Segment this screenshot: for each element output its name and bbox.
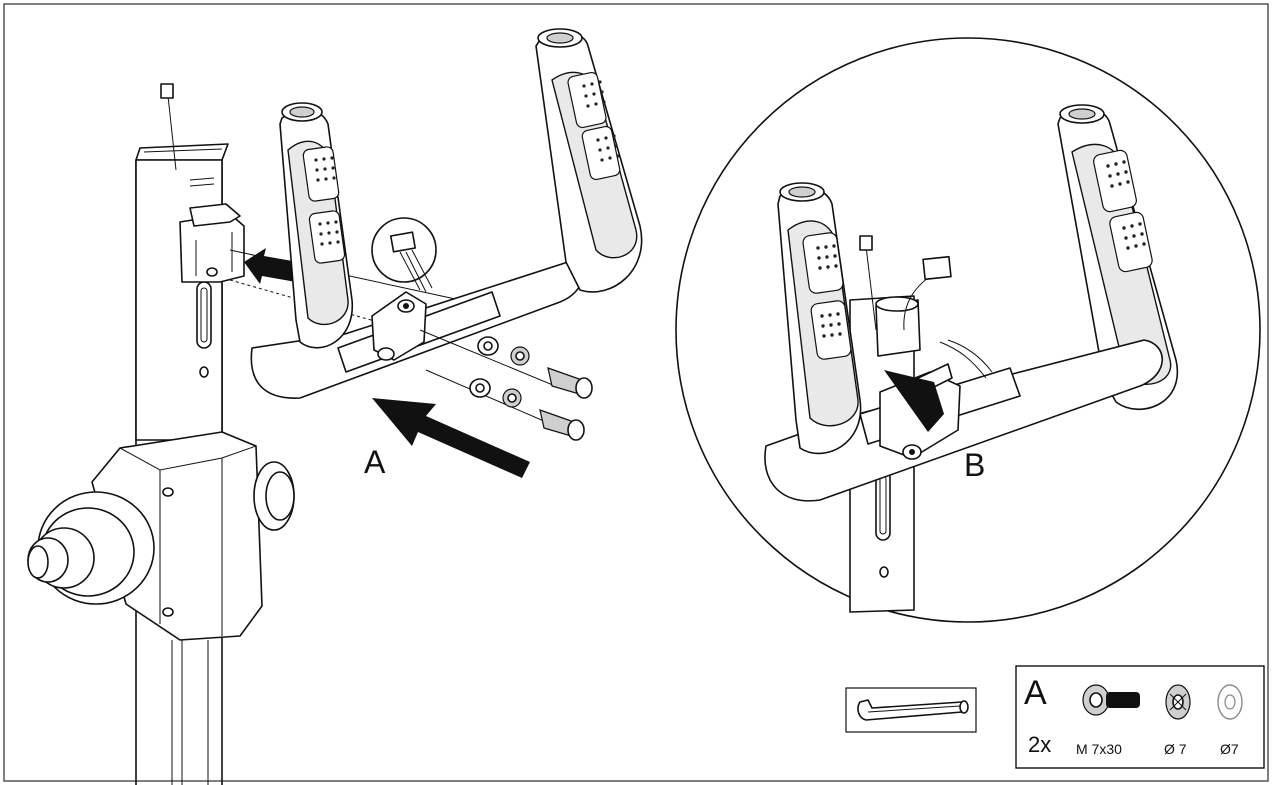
- page-frame: [3, 3, 1269, 782]
- spring-washer-spec: Ø 7: [1164, 741, 1187, 757]
- sensor-cable: [160, 83, 177, 171]
- bolt-spec: M 7x30: [1076, 741, 1122, 757]
- step-label-b: B: [964, 447, 985, 483]
- alignment-line: [229, 279, 379, 323]
- flat-washer-icon: [1217, 684, 1243, 720]
- parts-quantity: 2x: [1028, 732, 1051, 757]
- main-view: A: [27, 28, 643, 785]
- stem-clamp: [179, 203, 245, 283]
- insert-arrow: [244, 248, 298, 284]
- parts-box: A 2x M 7x30 Ø 7 Ø7: [1015, 665, 1265, 769]
- hardware-lineup: [419, 329, 593, 441]
- allen-key-icon: [857, 699, 969, 721]
- tool-box: [845, 687, 977, 733]
- assembly-direction-arrow: [372, 398, 530, 478]
- cable-insert-arrow: [884, 370, 944, 432]
- spring-washer-icon: [1165, 684, 1191, 720]
- detail-view-b: B: [675, 37, 1261, 623]
- cable-detail-callout: [371, 217, 437, 293]
- detail-circle: [675, 37, 1261, 623]
- handlebar: [250, 28, 643, 399]
- tension-knob-housing: [27, 431, 295, 641]
- step-label-a: A: [364, 444, 386, 480]
- parts-letter: A: [1024, 674, 1047, 712]
- hex-bolt-icon: [1082, 684, 1140, 716]
- flat-washer-spec: Ø7: [1220, 741, 1239, 757]
